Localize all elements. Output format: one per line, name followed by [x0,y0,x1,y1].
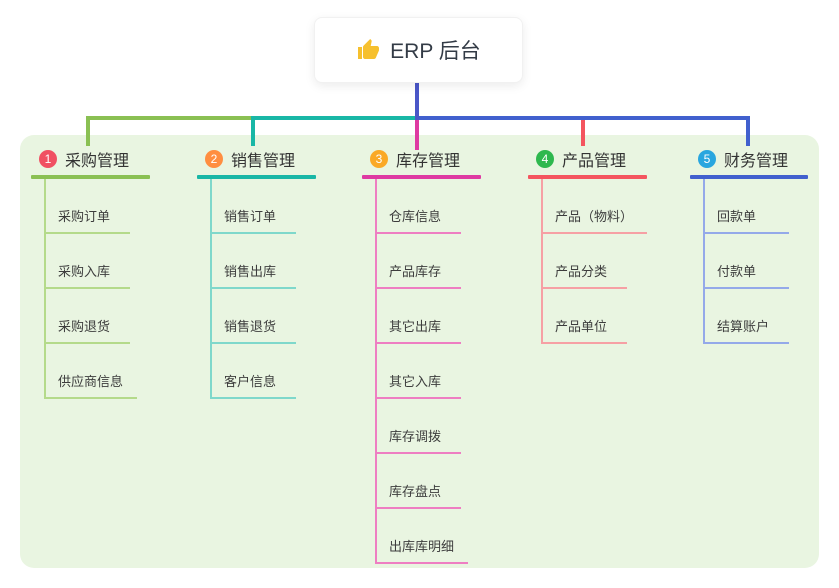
child-node[interactable]: 产品单位 [543,289,627,344]
child-node[interactable]: 采购订单 [46,179,130,234]
branch-node-sales[interactable]: 2 销售管理 [197,145,316,173]
root-node-label: ERP 后台 [390,40,481,63]
child-node[interactable]: 结算账户 [705,289,789,344]
branch-title-label: 采购管理 [65,153,130,170]
connector-stub-sales [251,116,255,146]
child-node[interactable]: 库存调拨 [377,399,461,454]
child-node[interactable]: 产品（物料） [543,179,648,234]
branch-title-label: 销售管理 [231,153,296,170]
child-node[interactable]: 付款单 [705,234,789,289]
connector-horizontal-sales [251,116,419,120]
branch-title-label: 财务管理 [724,153,789,170]
branch-children: 产品（物料） 产品分类 产品单位 [541,179,648,344]
child-node[interactable]: 其它出库 [377,289,461,344]
branch-title-label: 库存管理 [396,153,461,170]
branch-children: 回款单 付款单 结算账户 [703,179,808,344]
child-node[interactable]: 销售退货 [212,289,296,344]
mindmap-background-panel [20,135,819,568]
branch-finance: 5 财务管理 回款单 付款单 结算账户 [690,145,808,344]
child-node[interactable]: 产品分类 [543,234,627,289]
child-node[interactable]: 客户信息 [212,344,296,399]
branch-node-inventory[interactable]: 3 库存管理 [362,145,481,173]
child-node[interactable]: 回款单 [705,179,789,234]
branch-children: 采购订单 采购入库 采购退货 供应商信息 [44,179,150,399]
branch-underline [197,175,316,179]
branch-children: 仓库信息 产品库存 其它出库 其它入库 库存调拨 库存盘点 出库库明细 [375,179,481,564]
branch-children: 销售订单 销售出库 销售退货 客户信息 [210,179,316,399]
child-node[interactable]: 供应商信息 [46,344,138,399]
connector-stub-finance [746,116,750,146]
branch-number-badge: 3 [370,150,388,168]
branch-purchase: 1 采购管理 采购订单 采购入库 采购退货 供应商信息 [31,145,150,399]
branch-sales: 2 销售管理 销售订单 销售出库 销售退货 客户信息 [197,145,316,399]
branch-node-finance[interactable]: 5 财务管理 [690,145,808,173]
connector-root [415,83,419,120]
child-node[interactable]: 采购退货 [46,289,130,344]
root-node[interactable]: ERP 后台 [314,17,523,83]
branch-number-badge: 1 [39,150,57,168]
child-node[interactable]: 销售订单 [212,179,296,234]
branch-node-purchase[interactable]: 1 采购管理 [31,145,150,173]
branch-underline [362,175,481,179]
connector-stub-product [581,120,585,146]
child-node[interactable]: 采购入库 [46,234,130,289]
branch-underline [31,175,150,179]
branch-number-badge: 4 [536,150,554,168]
connector-horizontal-purchase [86,116,255,120]
child-node[interactable]: 销售出库 [212,234,296,289]
branch-inventory: 3 库存管理 仓库信息 产品库存 其它出库 其它入库 库存调拨 库存盘点 出库库… [362,145,481,564]
child-node[interactable]: 其它入库 [377,344,461,399]
branch-product: 4 产品管理 产品（物料） 产品分类 产品单位 [528,145,648,344]
branch-number-badge: 2 [205,150,223,168]
thumbs-up-icon [356,38,380,62]
branch-underline [528,175,647,179]
child-node[interactable]: 仓库信息 [377,179,461,234]
branch-node-product[interactable]: 4 产品管理 [528,145,647,173]
branch-title-label: 产品管理 [562,153,627,170]
child-node[interactable]: 产品库存 [377,234,461,289]
child-node[interactable]: 库存盘点 [377,454,461,509]
branch-underline [690,175,808,179]
connector-horizontal-finance [415,116,750,120]
branch-number-badge: 5 [698,150,716,168]
child-node[interactable]: 出库库明细 [377,509,469,564]
connector-stub-inventory [415,120,419,150]
connector-stub-purchase [86,116,90,146]
